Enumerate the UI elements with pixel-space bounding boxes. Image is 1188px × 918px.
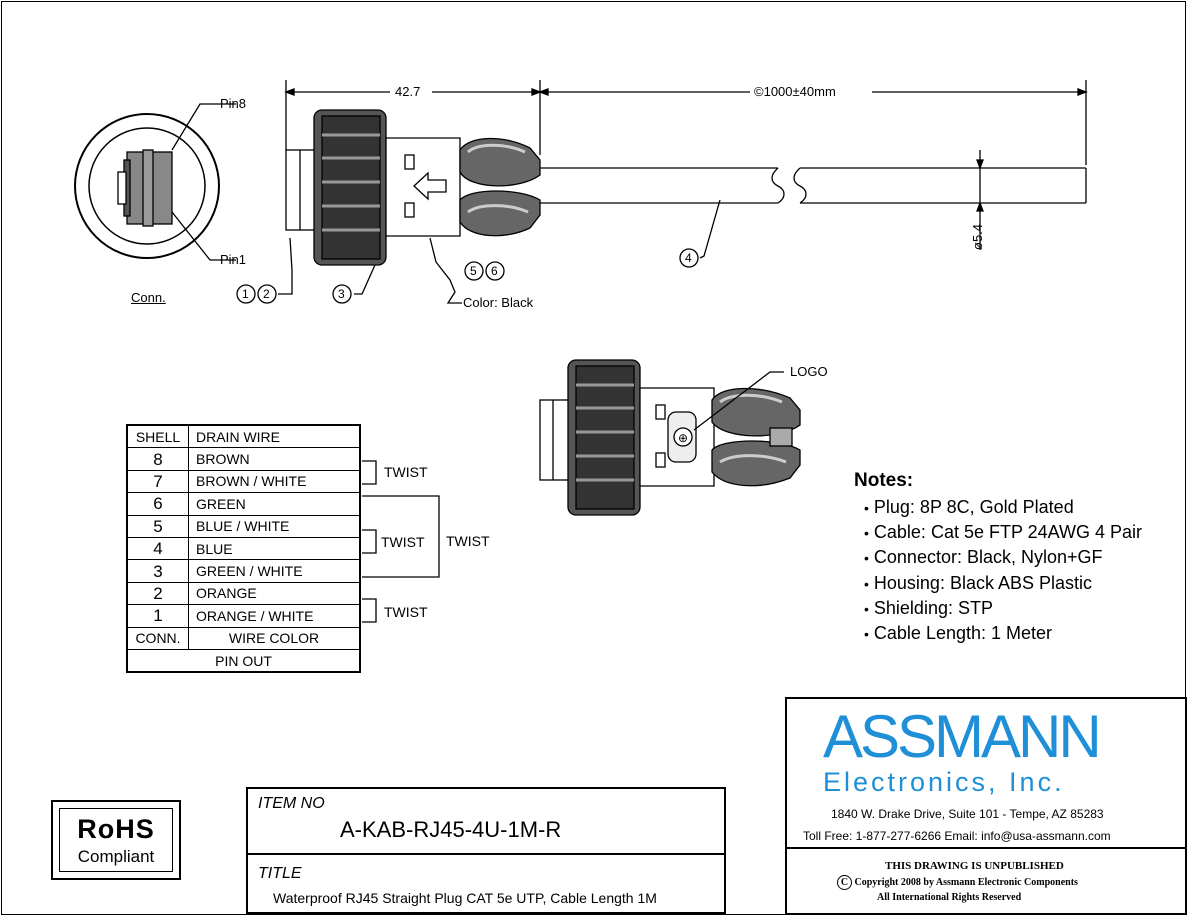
callout-circles bbox=[236, 248, 699, 304]
header-shell: SHELL bbox=[126, 424, 189, 449]
conn-label: Conn. bbox=[131, 290, 166, 305]
note-text: Connector: Black, Nylon+GF bbox=[873, 547, 1103, 568]
dim-cable-label: ©1000±40mm bbox=[752, 84, 838, 99]
twist-label-green: TWIST bbox=[446, 533, 490, 549]
callout-3: 3 bbox=[338, 287, 345, 301]
company-subtitle: Electronics, Inc. bbox=[823, 767, 1065, 797]
rohs-badge: RoHS Compliant bbox=[51, 800, 181, 880]
pin-number: 5 bbox=[126, 514, 189, 538]
pin1-label: Pin1 bbox=[220, 252, 247, 267]
note-item: •Shielding: STP bbox=[864, 597, 993, 618]
copyright-text: Copyright 2008 by Assmann Electronic Com… bbox=[854, 877, 1078, 888]
dim-cable-value: 1000±40mm bbox=[763, 84, 836, 99]
wire-color: ORANGE / WHITE bbox=[188, 604, 361, 628]
pin-number: 7 bbox=[126, 469, 189, 494]
note-item: •Housing: Black ABS Plastic bbox=[864, 572, 1093, 593]
callout-4: 4 bbox=[685, 251, 692, 265]
note-item: •Plug: 8P 8C, Gold Plated bbox=[864, 497, 1074, 517]
dim-length-label: 42.7 bbox=[393, 84, 423, 99]
side-view bbox=[278, 80, 1088, 304]
footer-conn: CONN. bbox=[126, 626, 189, 650]
top-view: ⊕ bbox=[539, 359, 801, 516]
company-contact: Toll Free: 1-877-277-6266 Email: info@us… bbox=[803, 829, 1111, 843]
twist-label-blue: TWIST bbox=[381, 534, 425, 550]
wire-color: BLUE / WHITE bbox=[188, 514, 361, 538]
company-block-divider bbox=[787, 847, 1185, 849]
rohs-title: RoHS bbox=[77, 814, 155, 844]
rohs-inner-frame: RoHS Compliant bbox=[59, 808, 173, 872]
note-text: Shielding: STP bbox=[873, 597, 993, 618]
note-item: •Connector: Black, Nylon+GF bbox=[864, 547, 1103, 568]
wire-color: ORANGE bbox=[188, 581, 361, 606]
color-label: Color: Black bbox=[463, 295, 534, 310]
pin-number: 2 bbox=[126, 581, 189, 606]
note-text: Cable: Cat 5e FTP 24AWG 4 Pair bbox=[873, 522, 1143, 543]
wire-color: GREEN / WHITE bbox=[188, 559, 361, 583]
dim-cable-prefix: © bbox=[754, 84, 764, 99]
rohs-compliant: Compliant bbox=[77, 847, 155, 866]
callout-6: 6 bbox=[491, 264, 498, 278]
unpublished-notice: THIS DRAWING IS UNPUBLISHED bbox=[885, 860, 1064, 872]
footer-wire-color: WIRE COLOR bbox=[188, 626, 361, 650]
pin-number: 8 bbox=[126, 447, 189, 471]
note-item: •Cable Length: 1 Meter bbox=[864, 622, 1053, 643]
table-row: CONN. WIRE COLOR bbox=[126, 626, 361, 650]
pin8-label: Pin8 bbox=[220, 96, 247, 111]
title-block: ITEM NO A-KAB-RJ45-4U-1M-R TITLE Waterpr… bbox=[246, 787, 726, 914]
note-text: Housing: Black ABS Plastic bbox=[873, 572, 1093, 593]
copyright-notice: C Copyright 2008 by Assmann Electronic C… bbox=[837, 875, 1078, 890]
item-no-value: A-KAB-RJ45-4U-1M-R bbox=[340, 817, 562, 842]
rights-notice: All International Rights Reserved bbox=[877, 892, 1022, 903]
pin-number: 4 bbox=[126, 536, 189, 561]
wire-color: BROWN bbox=[188, 447, 361, 471]
pin-number: 3 bbox=[126, 559, 189, 583]
pin-number: 6 bbox=[126, 492, 189, 516]
table-row: SHELL DRAIN WIRE bbox=[126, 424, 361, 449]
note-text: Cable Length: 1 Meter bbox=[873, 622, 1053, 643]
company-logo: ASSMANN bbox=[823, 703, 1102, 770]
callout-5: 5 bbox=[470, 264, 477, 278]
notes-title: Notes: bbox=[854, 470, 914, 491]
table-row: PIN OUT bbox=[126, 648, 361, 673]
callout-2: 2 bbox=[263, 287, 270, 301]
twist-label-orange: TWIST bbox=[384, 604, 428, 620]
note-item: •Cable: Cat 5e FTP 24AWG 4 Pair bbox=[864, 522, 1143, 543]
note-text: Plug: 8P 8C, Gold Plated bbox=[873, 497, 1074, 517]
header-drain-wire: DRAIN WIRE bbox=[188, 424, 361, 449]
title-value: Waterproof RJ45 Straight Plug CAT 5e UTP… bbox=[273, 890, 657, 906]
wire-color: BLUE bbox=[188, 536, 361, 561]
wire-color: GREEN bbox=[188, 492, 361, 516]
company-block: ASSMANN Electronics, Inc. 1840 W. Drake … bbox=[785, 697, 1187, 915]
twist-brackets bbox=[362, 460, 440, 623]
callout-1: 1 bbox=[242, 287, 249, 301]
title-label: TITLE bbox=[258, 865, 302, 882]
dim-diameter-label: ø5.4 bbox=[970, 223, 985, 250]
logo-label: LOGO bbox=[790, 364, 828, 379]
title-block-divider bbox=[248, 853, 724, 855]
wire-color: BROWN / WHITE bbox=[188, 469, 361, 494]
company-address: 1840 W. Drake Drive, Suite 101 - Tempe, … bbox=[831, 807, 1104, 821]
footer-pin-out: PIN OUT bbox=[126, 648, 361, 673]
pin-number: 1 bbox=[126, 604, 189, 628]
item-no-label: ITEM NO bbox=[258, 795, 325, 812]
svg-text:⊕: ⊕ bbox=[678, 431, 688, 445]
notes-section: Notes: •Plug: 8P 8C, Gold Plated •Cable:… bbox=[854, 470, 1142, 646]
twist-label-brown: TWIST bbox=[384, 464, 428, 480]
copyright-icon: C bbox=[837, 875, 852, 890]
front-view bbox=[74, 103, 236, 261]
